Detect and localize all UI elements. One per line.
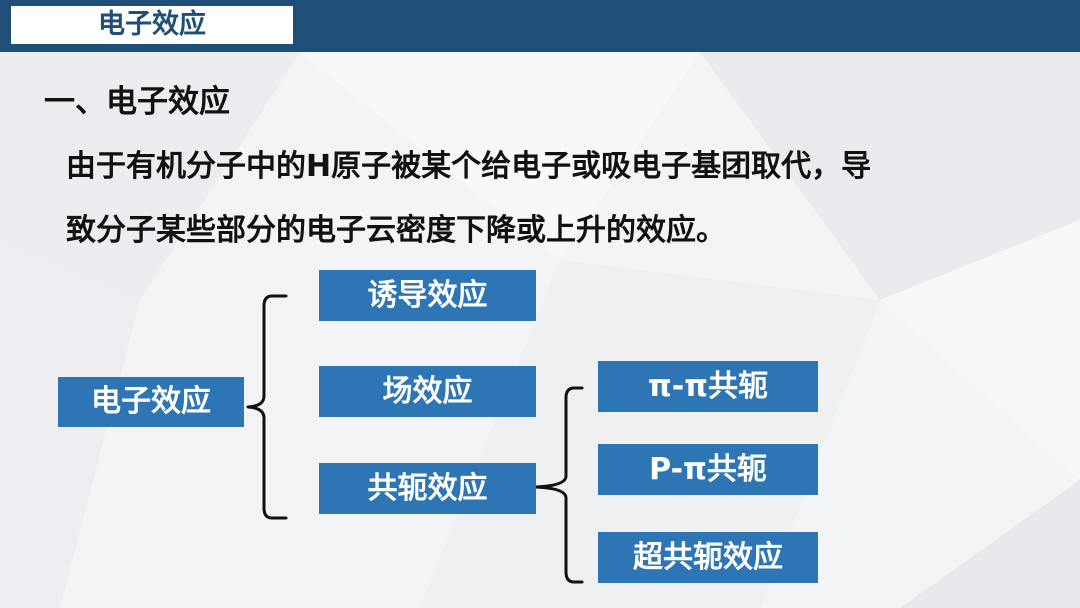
- p-pi-conjugation-box: P-π共轭: [598, 444, 818, 495]
- section-heading: 一、电子效应: [44, 84, 230, 120]
- page-title: 电子效应: [9, 4, 295, 46]
- electronic-effect-box: 电子效应: [58, 377, 244, 427]
- description-line-2: 致分子某些部分的电子云密度下降或上升的效应。: [66, 213, 726, 248]
- conjugation-effect-box: 共轭效应: [319, 463, 536, 514]
- description-line-1: 由于有机分子中的H原子被某个给电子或吸电子基团取代，导: [66, 149, 872, 184]
- field-effect-box: 场效应: [319, 366, 536, 417]
- section-description: 由于有机分子中的H原子被某个给电子或吸电子基团取代，导 致分子某些部分的电子云密…: [66, 135, 1056, 263]
- pi-pi-conjugation-box: π-π共轭: [598, 361, 818, 412]
- conjugation-bracket: [532, 386, 584, 584]
- inductive-effect-box: 诱导效应: [319, 270, 536, 321]
- hyperconjugation-box: 超共轭效应: [598, 532, 818, 583]
- root-bracket: [246, 294, 288, 520]
